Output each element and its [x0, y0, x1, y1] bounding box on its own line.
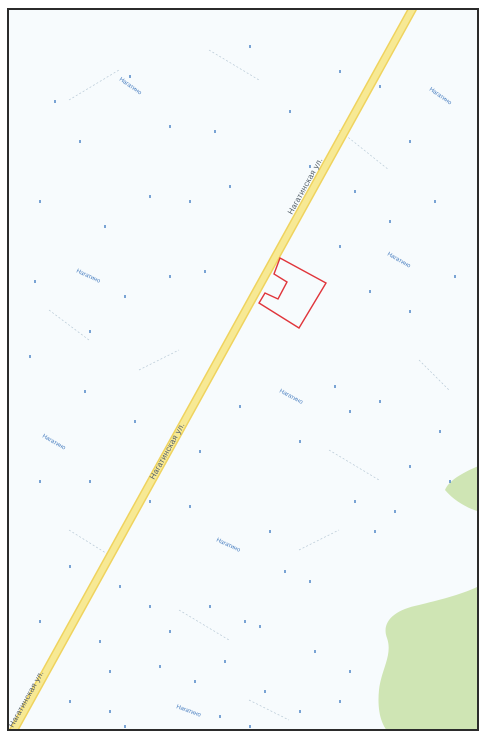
house-marker [29, 355, 31, 358]
house-marker [169, 275, 171, 278]
house-marker [199, 450, 201, 453]
house-marker [39, 620, 41, 623]
house-marker [394, 510, 396, 513]
house-marker [189, 505, 191, 508]
parcel-lines [48, 49, 450, 721]
house-marker [149, 195, 151, 198]
house-marker [434, 200, 436, 203]
house-marker [409, 465, 411, 468]
house-marker [169, 125, 171, 128]
house-marker [34, 280, 36, 283]
house-marker [379, 85, 381, 88]
house-marker [314, 650, 316, 653]
house-marker [99, 640, 101, 643]
house-marker [354, 190, 356, 193]
house-marker [229, 185, 231, 188]
house-marker [249, 45, 251, 48]
house-marker [389, 220, 391, 223]
house-marker [409, 140, 411, 143]
street-label: Нагатинская ул. [9, 669, 46, 729]
house-marker [454, 275, 456, 278]
house-marker [69, 700, 71, 703]
house-marker [349, 670, 351, 673]
house-marker [339, 700, 341, 703]
house-marker [339, 70, 341, 73]
house-marker [224, 660, 226, 663]
building-label: Нагатино [278, 388, 304, 406]
house-marker [189, 200, 191, 203]
building-label: Нагатино [386, 252, 412, 270]
house-marker [214, 130, 216, 133]
map-canvas[interactable]: Нагатинская ул. Нагатинская ул. Нагатинс… [9, 10, 479, 731]
building-label: Нагатино [118, 77, 143, 97]
house-marker [69, 565, 71, 568]
house-marker [289, 110, 291, 113]
house-marker [159, 665, 161, 668]
house-marker [209, 605, 211, 608]
house-marker [369, 290, 371, 293]
house-marker [309, 580, 311, 583]
house-marker [249, 725, 251, 728]
building-label: Нагатино [75, 268, 101, 285]
house-marker [124, 725, 126, 728]
house-marker [299, 440, 301, 443]
parcel-outline[interactable] [258, 257, 327, 329]
house-marker [104, 225, 106, 228]
building-label: Нагатино [428, 87, 453, 107]
house-marker [409, 310, 411, 313]
house-marker [339, 245, 341, 248]
house-marker [134, 420, 136, 423]
house-marker [309, 165, 311, 168]
house-marker [449, 480, 451, 483]
house-number-markers [29, 45, 456, 728]
house-marker [284, 570, 286, 573]
house-marker [244, 620, 246, 623]
house-marker [84, 390, 86, 393]
house-marker [239, 405, 241, 408]
house-marker [89, 330, 91, 333]
building-label: Нагатино [215, 537, 241, 554]
house-marker [109, 710, 111, 713]
house-marker [79, 140, 81, 143]
house-marker [109, 670, 111, 673]
house-marker [149, 500, 151, 503]
house-marker [379, 400, 381, 403]
house-marker [269, 530, 271, 533]
house-marker [89, 480, 91, 483]
map-frame[interactable]: Нагатинская ул. Нагатинская ул. Нагатинс… [7, 8, 479, 731]
house-marker [149, 605, 151, 608]
house-marker [354, 500, 356, 503]
house-marker [204, 270, 206, 273]
road[interactable] [10, 10, 416, 731]
house-marker [39, 200, 41, 203]
park-area [378, 586, 477, 729]
house-marker [439, 430, 441, 433]
building-label: Нагатино [175, 704, 202, 719]
house-marker [374, 530, 376, 533]
street-label: Нагатинская ул. [148, 421, 187, 481]
house-marker [194, 680, 196, 683]
house-marker [219, 715, 221, 718]
house-marker [264, 690, 266, 693]
house-marker [119, 585, 121, 588]
park-area [445, 466, 477, 511]
house-marker [39, 480, 41, 483]
house-marker [259, 625, 261, 628]
house-marker [129, 75, 131, 78]
building-label: Нагатино [41, 434, 67, 452]
house-marker [349, 410, 351, 413]
house-marker [334, 385, 336, 388]
house-marker [124, 295, 126, 298]
house-marker [54, 100, 56, 103]
house-marker [299, 710, 301, 713]
house-marker [169, 630, 171, 633]
